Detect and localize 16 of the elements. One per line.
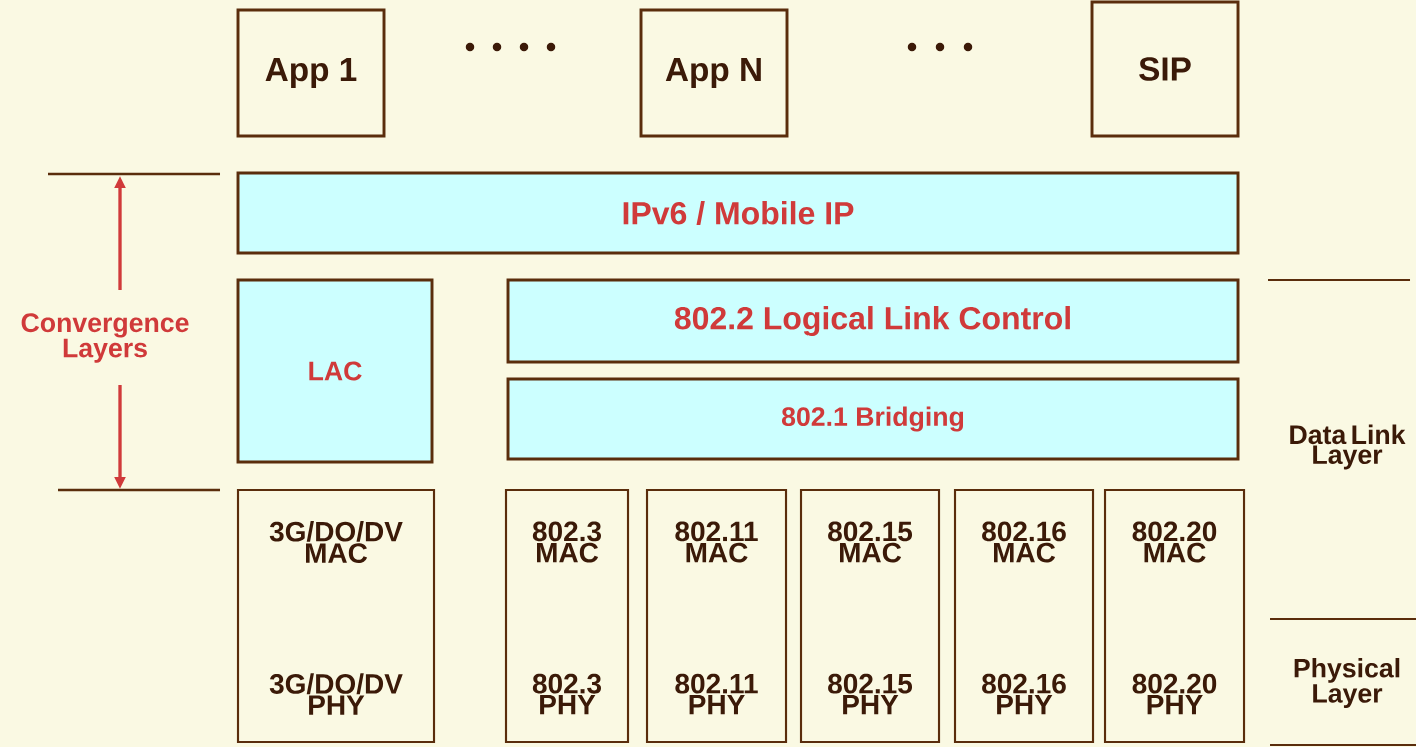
protocol-layer-box: 802.1 Bridging bbox=[506, 377, 1240, 461]
mac-phy-box: 802.20 MAC 802.20 PHY bbox=[1103, 488, 1246, 744]
protocol-layer-box: 802.2 Logical Link Control bbox=[506, 278, 1240, 364]
protocol-layer-box: IPv6 / Mobile IP bbox=[236, 171, 1240, 255]
application-box: App N bbox=[639, 8, 789, 138]
mac-phy-box: 802.15 MAC 802.15 PHY bbox=[799, 488, 941, 744]
application-box: App 1 bbox=[236, 8, 386, 138]
protocol-layer-box: LAC bbox=[236, 278, 434, 464]
layer-label: Data Link Layer bbox=[1290, 424, 1406, 470]
mac-phy-box: 802.16 MAC 802.16 PHY bbox=[953, 488, 1095, 744]
mac-phy-box: 802.3 MAC 802.3 PHY bbox=[504, 488, 630, 744]
mac-phy-box: 3G/DO/DV MAC 3G/DO/DV PHY bbox=[236, 488, 436, 744]
application-box: SIP bbox=[1090, 0, 1240, 138]
layer-label: Convergence Layers bbox=[21, 313, 189, 363]
mac-phy-box: 802.11 MAC 802.11 PHY bbox=[645, 488, 788, 744]
layer-label: Physical Layer bbox=[1294, 658, 1400, 709]
